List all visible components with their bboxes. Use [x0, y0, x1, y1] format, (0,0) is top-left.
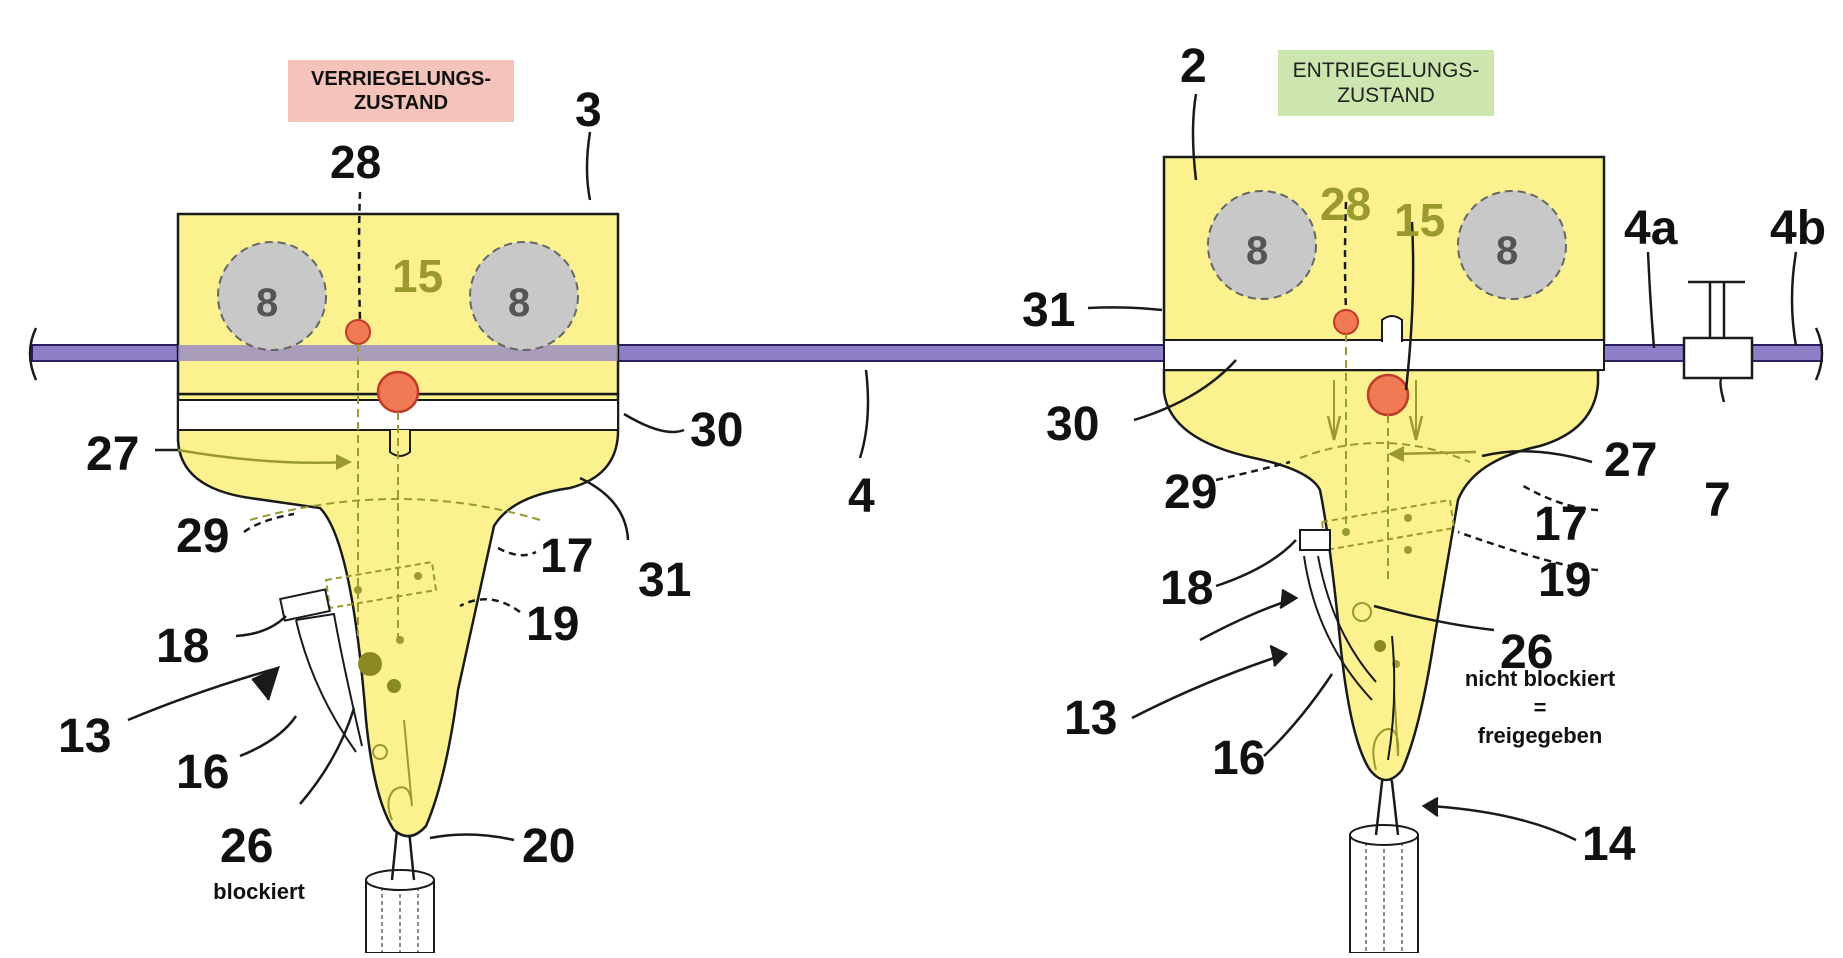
label-26-right: 26 [1500, 626, 1553, 679]
label-18-right: 18 [1160, 562, 1213, 615]
left-labels: 3 28 15 8 8 27 30 29 17 31 18 19 13 16 2… [58, 84, 743, 873]
label-19-left: 19 [526, 598, 579, 651]
label-19-right: 19 [1538, 554, 1591, 607]
right-pin-15 [1366, 373, 1410, 417]
label-31-left: 31 [638, 554, 691, 607]
right-cable [1349, 771, 1419, 954]
label-4b: 4b [1770, 202, 1826, 255]
locked-state-line1: VERRIEGELUNGS- [310, 68, 492, 90]
label-16-right: 16 [1212, 732, 1265, 785]
label-29-left: 29 [176, 510, 229, 563]
label-27-right: 27 [1604, 434, 1657, 487]
label-7: 7 [1704, 474, 1731, 527]
clamp-7 [1682, 280, 1754, 380]
label-27-left: 27 [86, 428, 139, 481]
label-30-right: 30 [1046, 398, 1099, 451]
left-assembly [176, 212, 620, 954]
label-3-left: 3 [575, 84, 602, 137]
leader-lines [127, 93, 1798, 842]
right-slot-30 [1163, 339, 1605, 371]
note-not-blocked-line3: freigegeben [1477, 723, 1603, 749]
label-8b-right: 8 [1496, 229, 1518, 273]
right-assembly [1162, 155, 1606, 954]
unlocked-state-box: ENTRIEGELUNGS- ZUSTAND [1278, 50, 1494, 116]
left-pin-15 [376, 370, 420, 414]
unlocked-state-line1: ENTRIEGELUNGS- [1292, 58, 1480, 82]
label-13-left: 13 [58, 710, 111, 763]
label-26-left: 26 [220, 820, 273, 873]
locked-state-line2: ZUSTAND [353, 92, 449, 114]
label-16-left: 16 [176, 746, 229, 799]
label-2-right: 2 [1180, 40, 1207, 93]
label-28-left: 28 [330, 136, 381, 188]
label-14-right: 14 [1582, 818, 1636, 871]
right-body [1162, 368, 1600, 782]
label-15-right: 15 [1394, 194, 1445, 246]
label-20-left: 20 [522, 820, 575, 873]
label-4: 4 [848, 470, 875, 523]
label-4a: 4a [1624, 202, 1678, 255]
unlocked-state-line2: ZUSTAND [1337, 84, 1435, 107]
label-29-right: 29 [1164, 466, 1217, 519]
note-not-blocked: nicht blockiert = freigegeben [1450, 665, 1630, 751]
label-31-right: 31 [1022, 284, 1075, 337]
right-labels: 2 28 15 8 8 31 30 29 27 17 18 19 26 13 1… [1022, 40, 1657, 871]
label-30-left: 30 [690, 404, 743, 457]
left-cable [365, 808, 435, 954]
note-not-blocked-line1: nicht blockiert [1464, 666, 1616, 691]
left-pin-28 [345, 319, 371, 345]
label-17-right: 17 [1534, 498, 1587, 551]
label-8a-left: 8 [256, 281, 278, 325]
label-28-right: 28 [1320, 178, 1371, 230]
right-pin-28 [1333, 309, 1359, 335]
label-15-left: 15 [392, 250, 443, 302]
label-8a-right: 8 [1246, 229, 1268, 273]
note-blocked: blockiert [213, 879, 305, 904]
locked-state-box: VERRIEGELUNGS- ZUSTAND [288, 60, 514, 122]
label-17-left: 17 [540, 530, 593, 583]
note-not-blocked-line2: = [1533, 694, 1547, 720]
label-13-right: 13 [1064, 692, 1117, 745]
rail-labels: 4 4a 4b 7 [848, 202, 1826, 527]
label-18-left: 18 [156, 620, 209, 673]
label-8b-left: 8 [508, 281, 530, 325]
